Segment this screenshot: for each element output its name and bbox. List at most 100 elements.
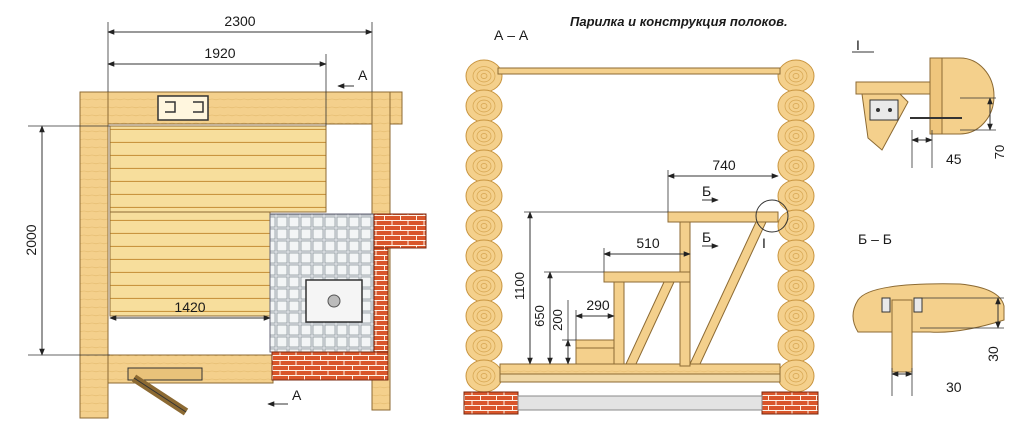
log-ring: [472, 366, 496, 386]
log-ring: [476, 279, 492, 293]
log-section: [465, 149, 503, 183]
section-floor: [499, 363, 781, 375]
log-ring: [784, 126, 808, 146]
log-section: [777, 359, 815, 393]
log-section: [465, 359, 503, 393]
detail-i-view: I 70 45: [852, 37, 1007, 168]
log-section: [465, 239, 503, 273]
log-ring: [480, 133, 488, 139]
log-section: [465, 329, 503, 363]
log-ring: [472, 96, 496, 116]
log-section: [465, 179, 503, 213]
log-ring: [788, 159, 804, 173]
log-ring: [472, 336, 496, 356]
section-mark-top: А: [358, 67, 368, 83]
section-foundation-left: [463, 391, 519, 415]
log-ring: [472, 306, 496, 326]
dim-total-width: 2300: [224, 13, 255, 29]
log-ring: [784, 366, 808, 386]
log-ring: [480, 163, 488, 169]
plan-wall-left: [79, 91, 109, 419]
plan-door: [127, 367, 203, 381]
step-bench: [575, 339, 615, 365]
log-ring: [476, 69, 492, 83]
section-foundation-right: [761, 391, 819, 415]
log-ring: [788, 339, 804, 353]
plan-upper-shelf: [109, 125, 327, 213]
detail-i-dim-height: 70: [992, 145, 1007, 159]
log-ring: [792, 313, 800, 319]
dim-step-height: 200: [550, 309, 565, 331]
log-ring: [480, 103, 488, 109]
log-section: [465, 59, 503, 93]
log-section: [777, 179, 815, 213]
log-ring: [480, 313, 488, 319]
detail-bb-board: [852, 283, 1005, 333]
plan-lower-shelf: [109, 211, 271, 317]
top-shelf: [667, 211, 779, 223]
log-ring: [784, 156, 808, 176]
dim-mid-height: 650: [532, 305, 547, 327]
log-ring: [788, 129, 804, 143]
log-ring: [792, 223, 800, 229]
log-section: [465, 209, 503, 243]
section-log-wall-left: [465, 59, 503, 393]
log-section: [777, 269, 815, 303]
log-ring: [792, 373, 800, 379]
section-subfloor: [499, 373, 781, 383]
dim-top-height: 1100: [512, 272, 527, 300]
detail-callout-circle: [755, 199, 789, 233]
log-section: [777, 329, 815, 363]
drawing-title: Парилка и конструкция полоков.: [570, 14, 788, 29]
dim-depth: 2000: [23, 224, 39, 255]
log-ring: [788, 99, 804, 113]
log-ring: [472, 186, 496, 206]
detail-i-log: [929, 57, 995, 135]
plan-view: 2300 1920 А 2000 1420 А: [23, 13, 427, 419]
section-aa-label: А – А: [494, 27, 529, 43]
detail-bb-label: Б – Б: [858, 231, 892, 247]
plan-wall-top: [79, 91, 403, 125]
log-ring: [792, 133, 800, 139]
log-section: [777, 89, 815, 123]
log-ring: [476, 189, 492, 203]
log-ring: [784, 96, 808, 116]
detail-bb-dim-height: 30: [985, 346, 1001, 362]
section-ceiling: [497, 67, 781, 75]
log-section: [777, 209, 815, 243]
log-ring: [476, 249, 492, 263]
log-ring: [788, 369, 804, 383]
log-ring: [480, 283, 488, 289]
middle-shelf: [603, 271, 691, 283]
dim-shelf-width: 1920: [204, 45, 235, 61]
log-ring: [476, 309, 492, 323]
log-section: [465, 299, 503, 333]
section-aa-view: А – А I 740 510: [463, 27, 819, 415]
detail-callout-label: I: [762, 235, 766, 251]
log-ring: [788, 279, 804, 293]
log-ring: [784, 276, 808, 296]
log-ring: [476, 129, 492, 143]
log-section: [777, 239, 815, 273]
detail-i-board: [855, 81, 931, 95]
log-ring: [784, 246, 808, 266]
log-ring: [476, 159, 492, 173]
log-ring: [792, 343, 800, 349]
log-ring: [792, 283, 800, 289]
log-ring: [792, 253, 800, 259]
dim-lower-shelf: 1420: [174, 299, 205, 315]
log-ring: [472, 246, 496, 266]
detail-i-label: I: [856, 37, 860, 53]
detail-bb-dim-width: 30: [946, 379, 962, 395]
log-ring: [476, 99, 492, 113]
plan-brick-base: [271, 351, 389, 381]
log-ring: [476, 219, 492, 233]
log-ring: [792, 73, 800, 79]
log-section: [777, 119, 815, 153]
log-section: [465, 119, 503, 153]
dim-top-shelf-length: 740: [712, 157, 736, 173]
log-section: [777, 59, 815, 93]
log-ring: [472, 156, 496, 176]
plan-brick-chimney: [373, 213, 427, 249]
